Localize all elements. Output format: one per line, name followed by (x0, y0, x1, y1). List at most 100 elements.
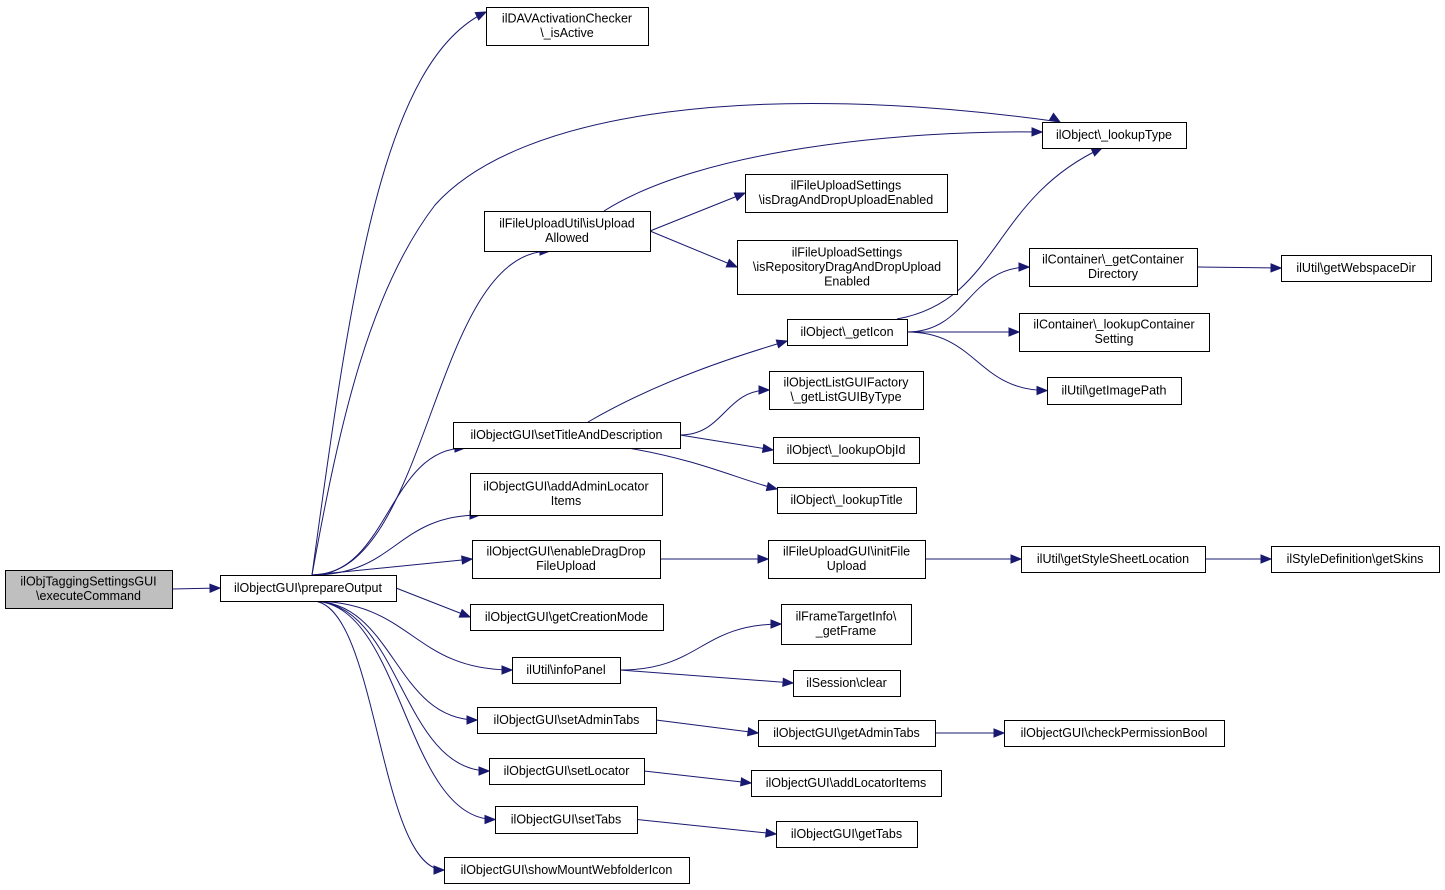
node-get-webspace-dir[interactable]: ilUtil\getWebspaceDir (1281, 255, 1432, 282)
node-box (1047, 377, 1182, 405)
node-box (489, 758, 645, 785)
arrowhead (501, 665, 514, 675)
node-label: ilObjectGUI\setLocator (504, 764, 630, 778)
arrowhead (740, 777, 753, 787)
node-get-skins[interactable]: ilStyleDefinition\getSkins (1271, 546, 1440, 573)
node-label: ilObjectGUI\getCreationMode (485, 610, 648, 624)
arrowhead (782, 677, 795, 687)
node-label: \isRepositoryDragAndDropUpload (753, 260, 941, 274)
node-set-locator[interactable]: ilObjectGUI\setLocator (489, 758, 645, 785)
arrowhead (733, 192, 747, 202)
arrowhead (1036, 385, 1049, 396)
arrowhead (1008, 327, 1021, 337)
edge-is-upload-allowed-to-lookup-type (603, 131, 1043, 212)
node-get-creation-mode[interactable]: ilObjectGUI\getCreationMode (470, 604, 664, 631)
node-set-admin-tabs[interactable]: ilObjectGUI\setAdminTabs (477, 707, 657, 734)
node-label: _getFrame (815, 624, 876, 638)
node-box (781, 604, 912, 645)
edge-info-panel-to-session-clear (619, 669, 794, 684)
arrowhead (461, 555, 474, 565)
edge-set-admin-tabs-to-get-admin-tabs (655, 719, 759, 734)
node-get-frame[interactable]: ilFrameTargetInfo\_getFrame (781, 604, 912, 645)
arrowhead (484, 814, 497, 825)
arrowhead (1090, 147, 1104, 157)
node-get-style-sheet[interactable]: ilUtil\getStyleSheetLocation (1021, 546, 1206, 573)
node-label: ilObjectGUI\setAdminTabs (494, 713, 640, 727)
node-label: ilFileUploadUtil\isUpload (499, 217, 635, 231)
arrowhead (1010, 554, 1023, 564)
node-box (453, 422, 681, 449)
arrowhead (474, 11, 488, 21)
node-root[interactable]: ilObjTaggingSettingsGUI\executeCommand (5, 570, 173, 609)
node-label: ilObjectGUI\addAdminLocator (483, 480, 648, 494)
arrowhead (765, 481, 779, 492)
node-label: \_isActive (540, 26, 594, 40)
node-repo-drag-drop[interactable]: ilFileUploadSettings\isRepositoryDragAnd… (737, 240, 958, 295)
edge-info-panel-to-get-frame (619, 623, 782, 671)
node-prepare-output[interactable]: ilObjectGUI\prepareOutput (220, 575, 397, 602)
node-label: ilDAVActivationChecker (502, 12, 632, 26)
node-box (1004, 720, 1225, 747)
edge-set-title-desc-to-get-icon (587, 340, 788, 423)
node-label: Enabled (824, 274, 870, 288)
node-drag-drop-enabled[interactable]: ilFileUploadSettings\isDragAndDropUpload… (745, 174, 948, 213)
node-box (751, 770, 942, 797)
edge-get-icon-to-get-image-path (906, 331, 1048, 391)
arrowhead (209, 583, 222, 593)
edge-set-locator-to-add-locator-items (643, 770, 752, 784)
node-set-tabs[interactable]: ilObjectGUI\setTabs (495, 806, 638, 834)
node-box (787, 319, 908, 346)
node-lookup-type[interactable]: ilObject\_lookupType (1042, 122, 1187, 149)
arrowhead (466, 715, 479, 725)
node-get-icon[interactable]: ilObject\_getIcon (787, 319, 908, 346)
edge-prepare-output-to-show-mount (311, 600, 445, 871)
node-label: ilUtil\getWebspaceDir (1296, 261, 1415, 275)
edge-prepare-output-to-info-panel (311, 600, 513, 671)
node-check-perm-bool[interactable]: ilObjectGUI\checkPermissionBool (1004, 720, 1225, 747)
node-get-tabs[interactable]: ilObjectGUI\getTabs (776, 821, 918, 848)
node-label: \isDragAndDropUploadEnabled (759, 193, 933, 207)
arrowhead (770, 619, 783, 629)
node-box (737, 240, 958, 295)
arrowhead (478, 766, 491, 776)
arrowhead (746, 726, 760, 737)
edge-set-title-desc-to-list-guiby-type (679, 389, 770, 436)
edge-get-icon-to-lookup-type (896, 147, 1103, 320)
edge-prepare-output-to-get-creation-mode (395, 587, 471, 618)
node-show-mount[interactable]: ilObjectGUI\showMountWebfolderIcon (444, 857, 690, 884)
node-box (472, 540, 661, 579)
node-box (220, 575, 397, 602)
node-lookup-obj-id[interactable]: ilObject\_lookupObjId (773, 437, 920, 464)
node-dav-active[interactable]: ilDAVActivationChecker\_isActive (486, 7, 649, 46)
node-get-admin-tabs[interactable]: ilObjectGUI\getAdminTabs (758, 720, 936, 747)
node-info-panel[interactable]: ilUtil\infoPanel (512, 657, 621, 684)
node-label: ilObjectGUI\enableDragDrop (486, 545, 645, 559)
node-box (745, 174, 948, 213)
edge-is-upload-allowed-to-drag-drop-enabled (649, 192, 746, 232)
node-list-guiby-type[interactable]: ilObjectListGUIFactory\_getListGUIByType (769, 371, 924, 410)
node-session-clear[interactable]: ilSession\clear (793, 670, 901, 697)
node-label: Items (551, 494, 582, 508)
node-lookup-title[interactable]: ilObject\_lookupTitle (777, 487, 917, 514)
node-label: ilStyleDefinition\getSkins (1287, 552, 1424, 566)
node-label: ilContainer\_lookupContainer (1033, 318, 1194, 332)
edges-layer (171, 11, 1283, 875)
node-get-image-path[interactable]: ilUtil\getImagePath (1047, 377, 1182, 405)
node-add-locator-items[interactable]: ilObjectGUI\addLocatorItems (751, 770, 942, 797)
node-box (495, 806, 638, 834)
edge-prepare-output-to-dav-active (311, 11, 487, 576)
node-label: ilObject\_lookupObjId (787, 443, 906, 457)
node-box (486, 7, 649, 46)
node-box (1042, 122, 1187, 149)
edge-get-icon-to-get-container-dir (906, 266, 1030, 333)
node-set-title-desc[interactable]: ilObjectGUI\setTitleAndDescription (453, 422, 681, 449)
node-label: ilFileUploadSettings (791, 179, 901, 193)
node-box (484, 211, 651, 252)
